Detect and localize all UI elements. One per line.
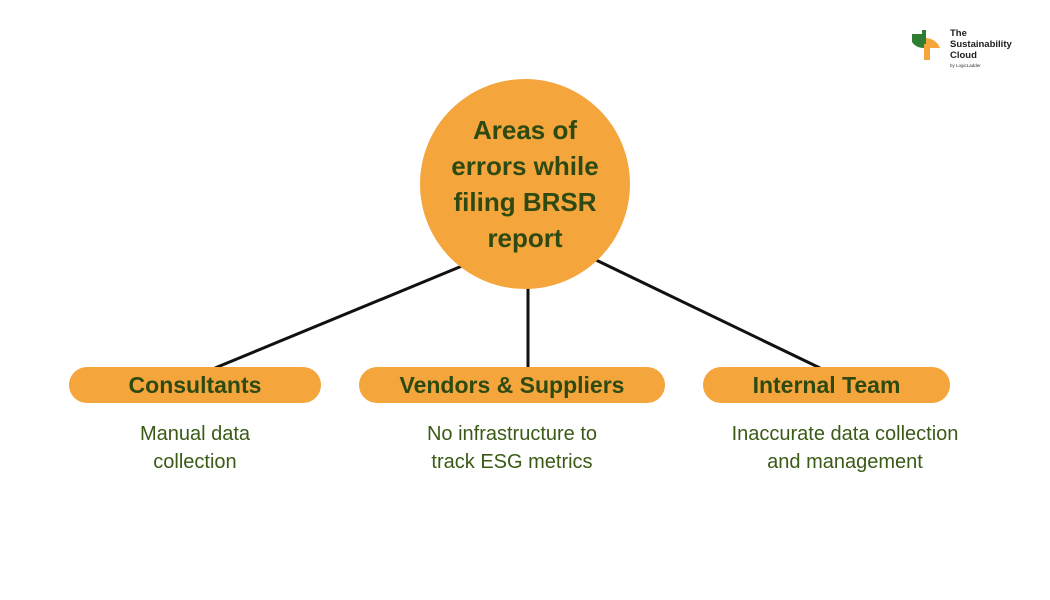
branch-label-vendors-suppliers: Vendors & Suppliers [399, 371, 625, 398]
brand-wordmark: The Sustainability Cloud by LogicLadder [950, 28, 1012, 69]
brand-line-3: Cloud [950, 50, 977, 61]
brand-line-1: The [950, 28, 967, 39]
connector-consultants [214, 264, 463, 370]
branch-node-consultants: Consultants [69, 367, 321, 403]
branch-node-vendors-suppliers: Vendors & Suppliers [359, 367, 665, 403]
branch-description-consultants: Manual data collection [139, 423, 251, 473]
brand-line-2: Sustainability [950, 39, 1012, 50]
branch-label-consultants: Consultants [128, 371, 262, 398]
branch-description-vendors-suppliers: No infrastructure to track ESG metrics [426, 423, 598, 473]
branch-description-internal-team: Inaccurate data collection and managemen… [731, 423, 959, 473]
connector-internal-team [595, 258, 821, 370]
brand-byline: by LogicLadder [950, 63, 981, 68]
sustainability-cloud-logo-icon [912, 30, 940, 60]
brand-logo: The Sustainability Cloud by LogicLadder [910, 28, 1012, 69]
central-topic-node: Areas of errors while filing BRSR report [420, 79, 630, 289]
branch-node-internal-team: Internal Team [703, 367, 950, 403]
central-topic-label: Areas of errors while filing BRSR report [451, 115, 599, 253]
branch-label-internal-team: Internal Team [752, 371, 901, 398]
